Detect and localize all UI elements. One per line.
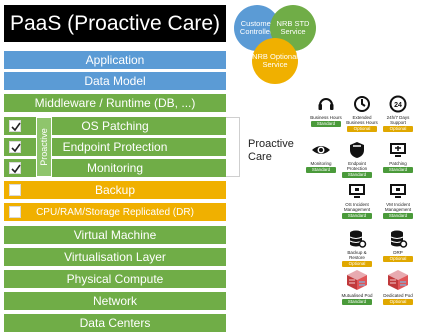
svg-text:24: 24 xyxy=(394,102,402,109)
layer-label: Virtual Machine xyxy=(73,228,157,242)
checkbox-checked[interactable] xyxy=(9,141,21,153)
service-tag: Standard xyxy=(311,121,341,127)
service-label: Business Hours xyxy=(310,115,342,120)
service-label: Dedicated Pod xyxy=(383,293,413,298)
layer-label: Physical Compute xyxy=(66,272,164,286)
legend-label: NRB STD Service xyxy=(276,19,310,36)
layer-label: Monitoring xyxy=(86,161,144,175)
server-pod-icon xyxy=(385,266,411,292)
layer-middleware: Middleware / Runtime (DB, ...) xyxy=(4,94,226,112)
checkbox-unchecked[interactable] xyxy=(9,206,21,218)
layer-backup: Backup xyxy=(4,181,226,199)
legend-label: NRB Optional Service xyxy=(252,52,298,69)
service-label: Backup & Restore xyxy=(347,250,367,260)
checkbox-checked[interactable] xyxy=(9,162,21,174)
layer-physical-compute: Physical Compute xyxy=(4,270,226,288)
layer-label: Backup xyxy=(94,183,136,197)
layer-data-centers: Data Centers xyxy=(4,314,226,332)
monitor-icon xyxy=(347,181,367,201)
check-icon xyxy=(11,164,21,174)
layer-label: Endpoint Protection xyxy=(62,140,168,154)
shield-icon xyxy=(347,140,367,160)
proactive-strip: Proactive xyxy=(36,117,52,177)
monitor-icon xyxy=(388,181,408,201)
service-tag: Standard xyxy=(342,299,372,305)
layer-label: Data Centers xyxy=(79,316,151,330)
layer-os-patching: OS Patching xyxy=(4,117,226,135)
service-label: Patching xyxy=(389,161,407,166)
legend-nrb-optional-service: NRB Optional Service xyxy=(252,38,298,84)
checkbox-checked[interactable] xyxy=(9,120,21,132)
layer-label: CPU/RAM/Storage Replicated (DR) xyxy=(36,206,194,218)
service-label: DRP xyxy=(393,250,403,255)
eye-icon xyxy=(311,140,331,160)
layer-virtual-machine: Virtual Machine xyxy=(4,226,226,244)
layer-virtualisation: Virtualisation Layer xyxy=(4,248,226,266)
checkbox-unchecked[interactable] xyxy=(9,184,21,196)
service-tag: Standard xyxy=(306,167,336,173)
service-label: 24h/7 Days Support xyxy=(386,115,410,125)
service-tag: Standard xyxy=(342,172,372,178)
layer-label: Network xyxy=(92,294,137,308)
service-tag: Standard xyxy=(383,213,413,219)
database-icon xyxy=(388,229,408,249)
clock-icon xyxy=(352,94,372,114)
service-tag: Optional xyxy=(347,126,377,132)
service-tag: Optional xyxy=(342,261,372,267)
24-7-icon: 24 xyxy=(388,94,408,114)
legend-label: Customer Controlled xyxy=(239,19,275,36)
proactive-strip-label: Proactive xyxy=(39,128,49,166)
check-icon xyxy=(11,143,21,153)
service-tag: Optional xyxy=(383,299,413,305)
layer-endpoint-protection: Endpoint Protection xyxy=(4,138,226,156)
layer-label: Middleware / Runtime (DB, ...) xyxy=(34,96,196,110)
layer-data-model: Data Model xyxy=(4,72,226,90)
layer-label: OS Patching xyxy=(81,119,149,133)
layer-label: Application xyxy=(85,53,145,67)
layer-application: Application xyxy=(4,51,226,69)
layer-network: Network xyxy=(4,292,226,310)
service-tag: Optional xyxy=(383,256,413,262)
service-label: Monitoring xyxy=(310,161,332,166)
check-icon xyxy=(11,122,21,132)
patch-icon xyxy=(388,140,408,160)
service-label: VM Incident Management xyxy=(384,202,412,212)
service-label: OS Incident Management xyxy=(343,202,371,212)
layer-label: Data Model xyxy=(84,74,146,88)
proactive-bracket xyxy=(226,117,240,177)
layer-replication: CPU/RAM/Storage Replicated (DR) xyxy=(4,203,226,221)
service-tag: Optional xyxy=(383,126,413,132)
database-icon xyxy=(347,229,367,249)
service-label: Endpoint Protection xyxy=(346,161,368,171)
service-tag: Standard xyxy=(342,213,372,219)
layer-monitoring: Monitoring xyxy=(4,159,226,177)
headset-icon xyxy=(316,94,336,114)
server-pod-icon xyxy=(344,266,370,292)
layer-label: Virtualisation Layer xyxy=(64,250,166,264)
service-label: Mutualised Pod xyxy=(341,293,373,298)
page-title: PaaS (Proactive Care) xyxy=(4,5,226,42)
service-label: Extended Business Hours xyxy=(346,115,378,125)
service-tag: Standard xyxy=(383,167,413,173)
proactive-care-label: Proactive Care xyxy=(248,138,294,163)
